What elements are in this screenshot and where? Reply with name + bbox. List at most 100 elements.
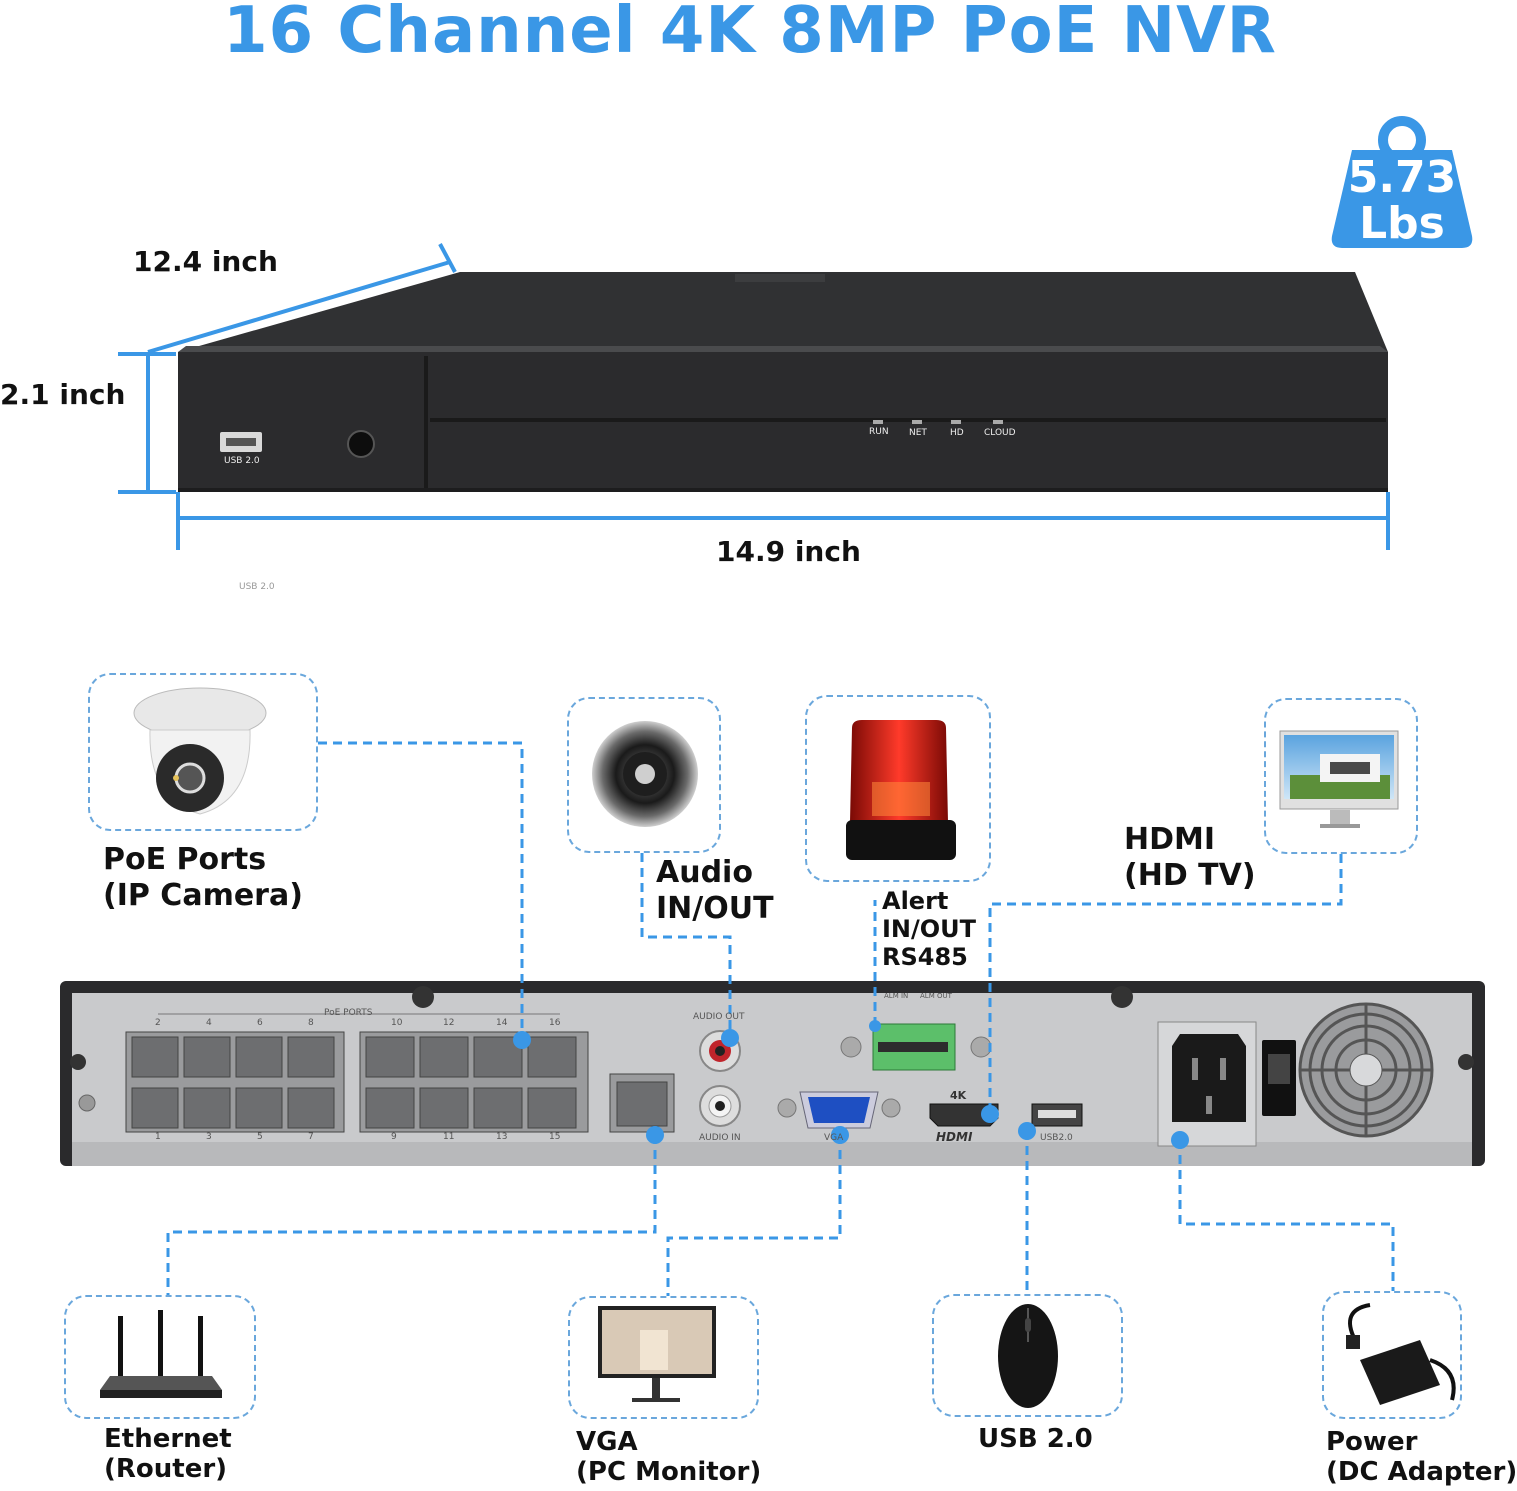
vga-port-label: VGA (824, 1133, 844, 1143)
poe-port-num: 6 (257, 1018, 263, 1028)
callout-line: Power (1326, 1427, 1418, 1457)
alarm-out-label: ALM OUT (920, 992, 952, 1000)
mouse-icon (998, 1304, 1058, 1408)
callout-line: Audio (656, 855, 753, 890)
callout-line: (IP Camera) (103, 878, 303, 913)
poe-port-num: 2 (155, 1018, 161, 1028)
hdmi-callout: HDMI (HD TV) (1124, 822, 1256, 894)
hdmi-port-icon (929, 1103, 999, 1127)
stray-usb-label: USB 2.0 (239, 582, 275, 592)
poe-port-num: 1 (155, 1132, 161, 1142)
ethernet-connector (166, 1135, 657, 1295)
poe-port-num: 15 (549, 1132, 561, 1142)
router-icon (100, 1310, 222, 1398)
led-net-icon (912, 420, 922, 424)
rear-usb-label: USB2.0 (1040, 1133, 1073, 1143)
led-net-label: NET (909, 428, 927, 438)
callout-line: HDMI (1124, 822, 1216, 857)
weight-unit: Lbs (1359, 198, 1445, 249)
camera-box (88, 673, 318, 831)
audio-connector (640, 853, 732, 1038)
poe-ports-label: PoE PORTS (324, 1008, 373, 1018)
callout-line: PoE Ports (103, 842, 267, 877)
led-hd-icon (951, 420, 961, 424)
front-usb-port (220, 432, 262, 452)
width-label: 14.9 inch (716, 535, 861, 568)
poe-port-num: 13 (496, 1132, 508, 1142)
alarm-box (805, 695, 991, 882)
poe-port-num: 12 (443, 1018, 455, 1028)
poe-connector (318, 741, 524, 1040)
height-label: 2.1 inch (0, 378, 126, 411)
audio-in-label: AUDIO IN (699, 1133, 741, 1143)
depth-dimension-line (147, 260, 451, 354)
power-switch-icon (1262, 1040, 1296, 1116)
mouse-box (932, 1294, 1123, 1417)
poe-port-num: 4 (206, 1018, 212, 1028)
front-usb-label: USB 2.0 (224, 456, 260, 466)
pc-monitor-icon (598, 1306, 716, 1402)
ethernet-port-icon (609, 1073, 675, 1133)
led-cloud-label: CLOUD (984, 428, 1016, 438)
tv-icon (1279, 730, 1399, 828)
callout-line: RS485 (882, 943, 968, 971)
alarm-in-label: ALM IN (884, 992, 909, 1000)
callout-line: IN/OUT (656, 891, 774, 926)
weight-value: 5.73 (1347, 152, 1457, 203)
poe-port-num: 5 (257, 1132, 263, 1142)
callout-line: USB 2.0 (978, 1424, 1093, 1454)
audio-out-label: AUDIO OUT (693, 1012, 745, 1022)
callout-line: Ethernet (104, 1424, 232, 1454)
alert-callout: Alert IN/OUT RS485 (882, 887, 976, 971)
led-run-icon (873, 420, 883, 424)
power-callout: Power (DC Adapter) (1326, 1427, 1517, 1487)
led-cloud-icon (993, 420, 1003, 424)
hdmi-port-label: HDMI (936, 1130, 973, 1144)
audio-in-jack-icon (699, 1085, 741, 1127)
connector-lines (166, 741, 1395, 1296)
vga-port-icon (777, 1091, 901, 1129)
tv-box (1264, 698, 1418, 854)
fan-icon (1298, 1002, 1434, 1138)
monitor-box (568, 1296, 759, 1419)
callout-line: IN/OUT (882, 915, 977, 943)
poe-port-num: 8 (308, 1018, 314, 1028)
ip-camera-icon (133, 687, 267, 815)
hdmi-4k-label: 4K (950, 1089, 967, 1102)
audio-callout: Audio IN/OUT (656, 855, 774, 927)
usb-callout: USB 2.0 (978, 1424, 1093, 1454)
speaker-box (567, 697, 721, 853)
poe-port-num: 14 (496, 1018, 508, 1028)
poe-port-num: 7 (308, 1132, 314, 1142)
vga-callout: VGA (PC Monitor) (576, 1427, 761, 1487)
callout-line: (Router) (104, 1454, 228, 1484)
poe-port-num: 10 (391, 1018, 403, 1028)
alarm-terminal-icon (840, 1023, 992, 1071)
led-run-label: RUN (869, 427, 889, 437)
callout-line: VGA (576, 1427, 638, 1457)
poe-ports-group-2 (359, 1031, 589, 1133)
power-inlet-icon (1157, 1021, 1257, 1147)
poe-callout: PoE Ports (IP Camera) (103, 842, 303, 914)
speaker-icon (592, 721, 698, 827)
poe-port-num: 11 (443, 1132, 455, 1142)
led-hd-label: HD (950, 428, 964, 438)
vga-connector (666, 1135, 842, 1296)
depth-label: 12.4 inch (133, 245, 278, 278)
power-connector (1178, 1140, 1395, 1291)
nvr-top (178, 272, 1388, 352)
page-title: 16 Channel 4K 8MP PoE NVR (223, 0, 1277, 68)
connection-dots (513, 1020, 1189, 1149)
poe-port-num: 16 (549, 1018, 561, 1028)
router-box (64, 1295, 256, 1419)
callout-line: (DC Adapter) (1326, 1457, 1517, 1487)
callout-line: (PC Monitor) (576, 1457, 762, 1487)
callout-line: (HD TV) (1124, 858, 1256, 893)
poe-ports-group-1 (125, 1031, 345, 1133)
callout-line: Alert (882, 887, 949, 915)
rear-usb-port-icon (1031, 1103, 1083, 1127)
siren-icon (846, 720, 956, 860)
power-button-icon (347, 430, 375, 458)
